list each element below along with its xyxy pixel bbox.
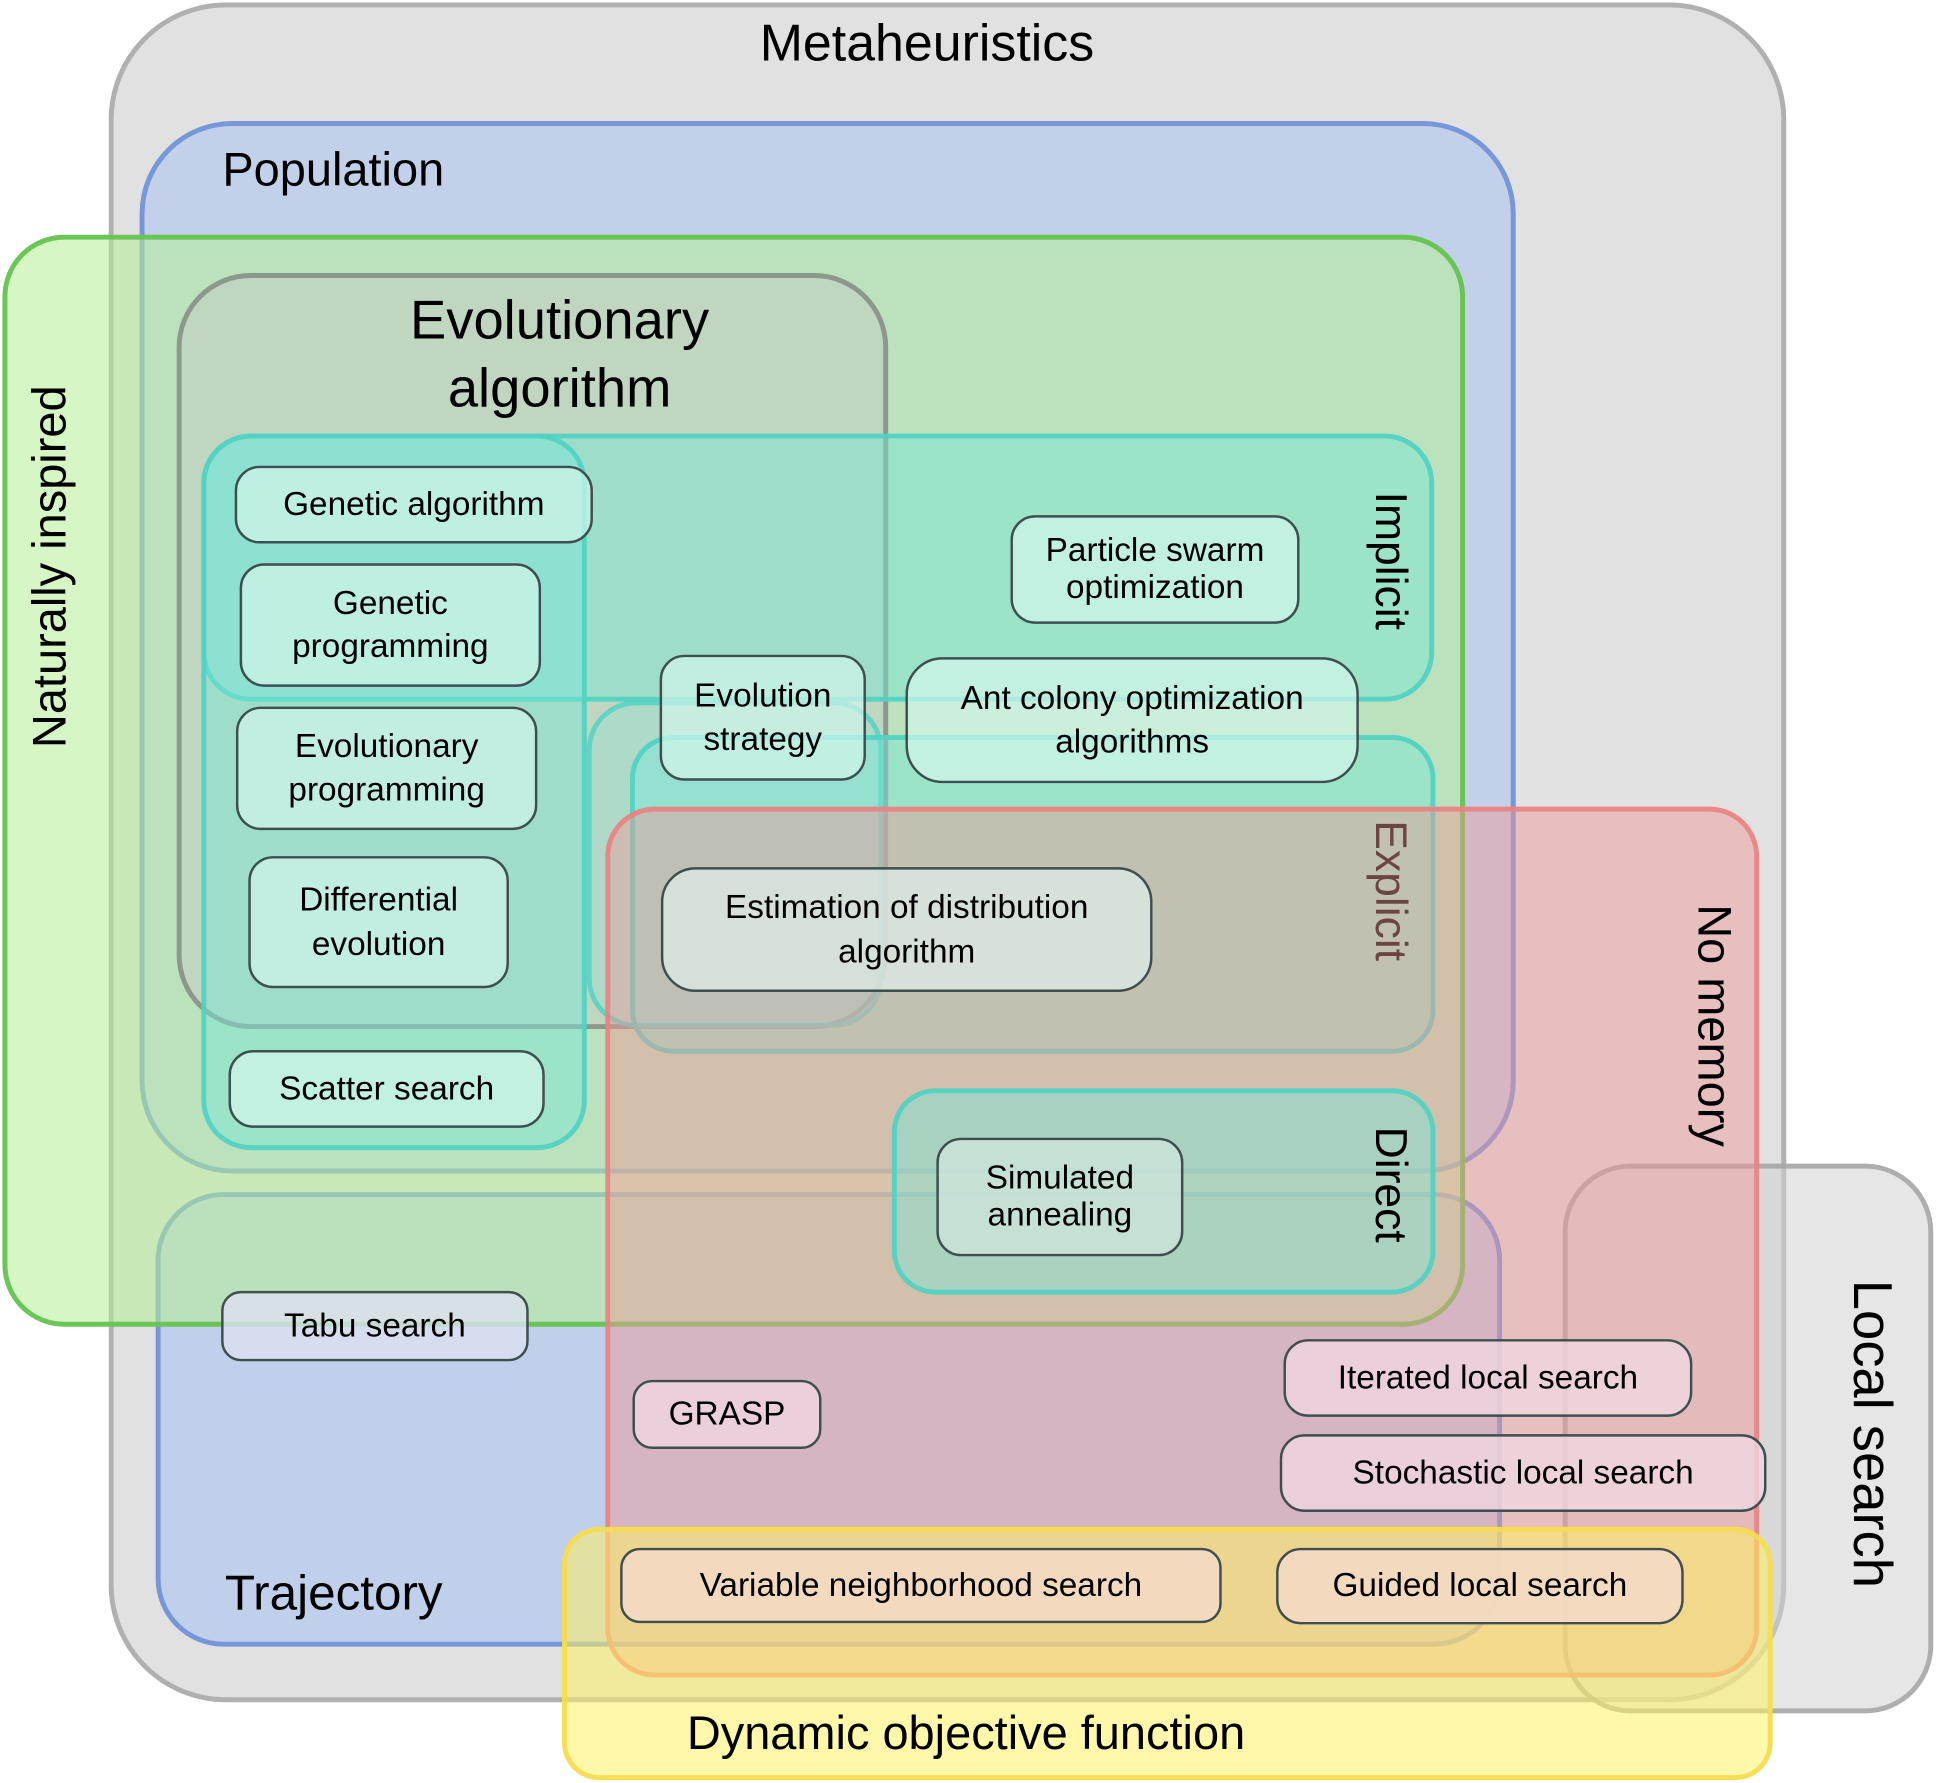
node-simulated-annealing-line2: annealing	[987, 1195, 1133, 1233]
node-ant-colony-line2: algorithms	[1055, 722, 1210, 760]
node-evolution-strategy: Evolution strategy	[659, 654, 866, 781]
node-stochastic-local-search-label: Stochastic local search	[1352, 1453, 1694, 1491]
node-ant-colony-optimization: Ant colony optimization algorithms	[905, 657, 1359, 784]
node-simulated-annealing: Simulated annealing	[936, 1137, 1184, 1257]
node-guided-local-search-label: Guided local search	[1332, 1566, 1628, 1604]
node-particle-swarm-optimization: Particle swarm optimization	[1010, 515, 1300, 624]
node-genetic-programming-line1: Genetic	[332, 584, 448, 622]
label-evolutionary-line1: Evolutionary	[410, 290, 710, 351]
node-genetic-programming-line2: programming	[292, 627, 489, 665]
node-variable-neighborhood-search: Variable neighborhood search	[620, 1547, 1222, 1624]
node-guided-local-search: Guided local search	[1276, 1547, 1684, 1625]
label-explicit: Explicit	[1366, 820, 1417, 962]
node-evolutionary-programming-line1: Evolutionary	[294, 727, 479, 765]
node-grasp-label: GRASP	[668, 1395, 786, 1433]
node-ant-colony-line1: Ant colony optimization	[960, 679, 1304, 717]
node-scatter-search: Scatter search	[228, 1050, 545, 1128]
label-population: Population	[222, 144, 445, 197]
label-dynamic-objective-function: Dynamic objective function	[686, 1708, 1246, 1761]
node-scatter-search-label: Scatter search	[279, 1069, 495, 1107]
node-differential-evolution-line2: evolution	[311, 924, 446, 962]
node-estimation-line1: Estimation of distribution	[725, 888, 1089, 926]
label-implicit: Implicit	[1366, 491, 1417, 631]
node-iterated-local-search: Iterated local search	[1283, 1339, 1693, 1417]
node-evolution-strategy-line1: Evolution	[694, 676, 832, 714]
node-tabu-search: Tabu search	[221, 1290, 529, 1362]
label-local-search: Local search	[1841, 1279, 1903, 1588]
node-evolutionary-programming: Evolutionary programming	[235, 706, 538, 831]
node-estimation-line2: algorithm	[838, 932, 976, 970]
node-genetic-algorithm-label: Genetic algorithm	[283, 485, 545, 523]
node-genetic-programming: Genetic programming	[239, 563, 542, 687]
label-no-memory: No memory	[1687, 904, 1740, 1147]
label-metaheuristics: Metaheuristics	[759, 13, 1095, 72]
label-trajectory: Trajectory	[224, 1566, 443, 1621]
node-simulated-annealing-line1: Simulated	[985, 1159, 1135, 1197]
node-estimation-of-distribution-algorithm: Estimation of distribution algorithm	[660, 867, 1153, 992]
node-variable-neighborhood-search-label: Variable neighborhood search	[699, 1566, 1143, 1604]
node-evolution-strategy-line2: strategy	[703, 720, 823, 758]
node-differential-evolution-line1: Differential	[299, 881, 459, 919]
label-direct: Direct	[1366, 1126, 1417, 1243]
node-differential-evolution: Differential evolution	[248, 856, 509, 989]
node-genetic-algorithm: Genetic algorithm	[234, 465, 593, 544]
node-particle-swarm-line2: optimization	[1066, 568, 1244, 606]
node-stochastic-local-search: Stochastic local search	[1279, 1434, 1767, 1513]
node-evolutionary-programming-line2: programming	[288, 770, 485, 808]
node-tabu-search-label: Tabu search	[284, 1306, 466, 1344]
node-particle-swarm-line1: Particle swarm	[1045, 531, 1265, 569]
node-grasp: GRASP	[632, 1379, 822, 1450]
label-evolutionary-line2: algorithm	[447, 358, 672, 420]
label-evolutionary-algorithm: Evolutionary algorithm	[371, 287, 749, 424]
node-iterated-local-search-label: Iterated local search	[1337, 1358, 1639, 1396]
label-naturally-inspired: Naturally inspired	[24, 385, 77, 749]
